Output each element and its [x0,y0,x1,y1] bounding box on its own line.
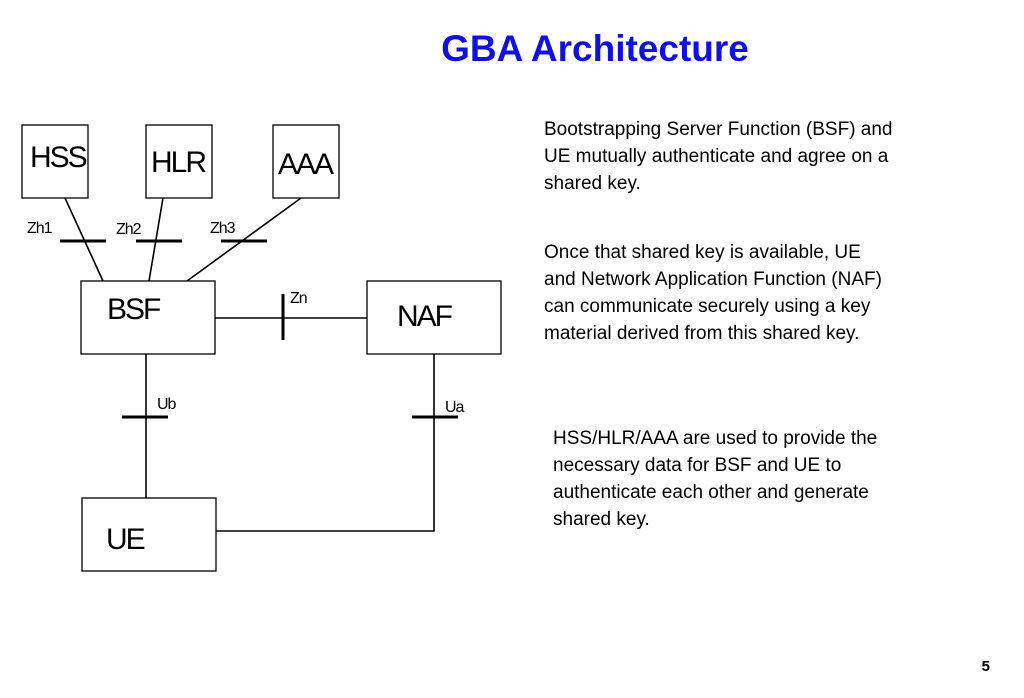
node-label-hlr: HLR [151,146,206,179]
paragraph-ue-naf-communication: Once that shared key is available, UE an… [544,239,882,347]
interface-label-zn: Zn [290,290,307,307]
text-line: Once that shared key is available, UE [544,242,861,263]
slide-title: GBA Architecture [441,28,749,69]
text-line: necessary data for BSF and UE to [553,455,842,476]
text-line: material derived from this shared key. [544,323,860,344]
node-label-bsf: BSF [107,293,161,326]
node-label-hss: HSS [30,141,87,174]
interface-label-zh3: Zh3 [210,220,236,237]
node-label-naf: NAF [397,300,453,333]
text-line: authenticate each other and generate [553,482,869,503]
node-box-bsf [80,280,216,355]
interface-label-zh2: Zh2 [116,221,142,238]
text-line: HSS/HLR/AAA are used to provide the [553,428,878,449]
link-naf-ue [216,354,435,532]
interface-label-ub: Ub [157,396,177,413]
node-label-aaa: AAA [278,148,334,181]
paragraph-hss-hlr-aaa-role: HSS/HLR/AAA are used to provide the nece… [553,425,877,533]
node-box-aaa [272,124,340,199]
page-number: 5 [981,658,990,675]
text-line: shared key. [544,173,641,194]
node-box-hss [21,124,89,199]
text-line: Bootstrapping Server Function (BSF) and [544,119,893,140]
interface-label-ua: Ua [445,399,465,416]
text-line: can communicate securely using a key [544,296,871,317]
node-box-ue [81,497,217,572]
text-line: and Network Application Function (NAF) [544,269,882,290]
paragraph-bsf-ue-authentication: Bootstrapping Server Function (BSF) and … [544,116,893,197]
text-line: shared key. [553,509,650,530]
text-line: UE mutually authenticate and agree on a [544,146,889,167]
node-box-hlr [145,124,213,199]
interface-label-zh1: Zh1 [27,220,53,237]
node-box-naf [366,280,502,355]
node-label-ue: UE [106,523,145,556]
